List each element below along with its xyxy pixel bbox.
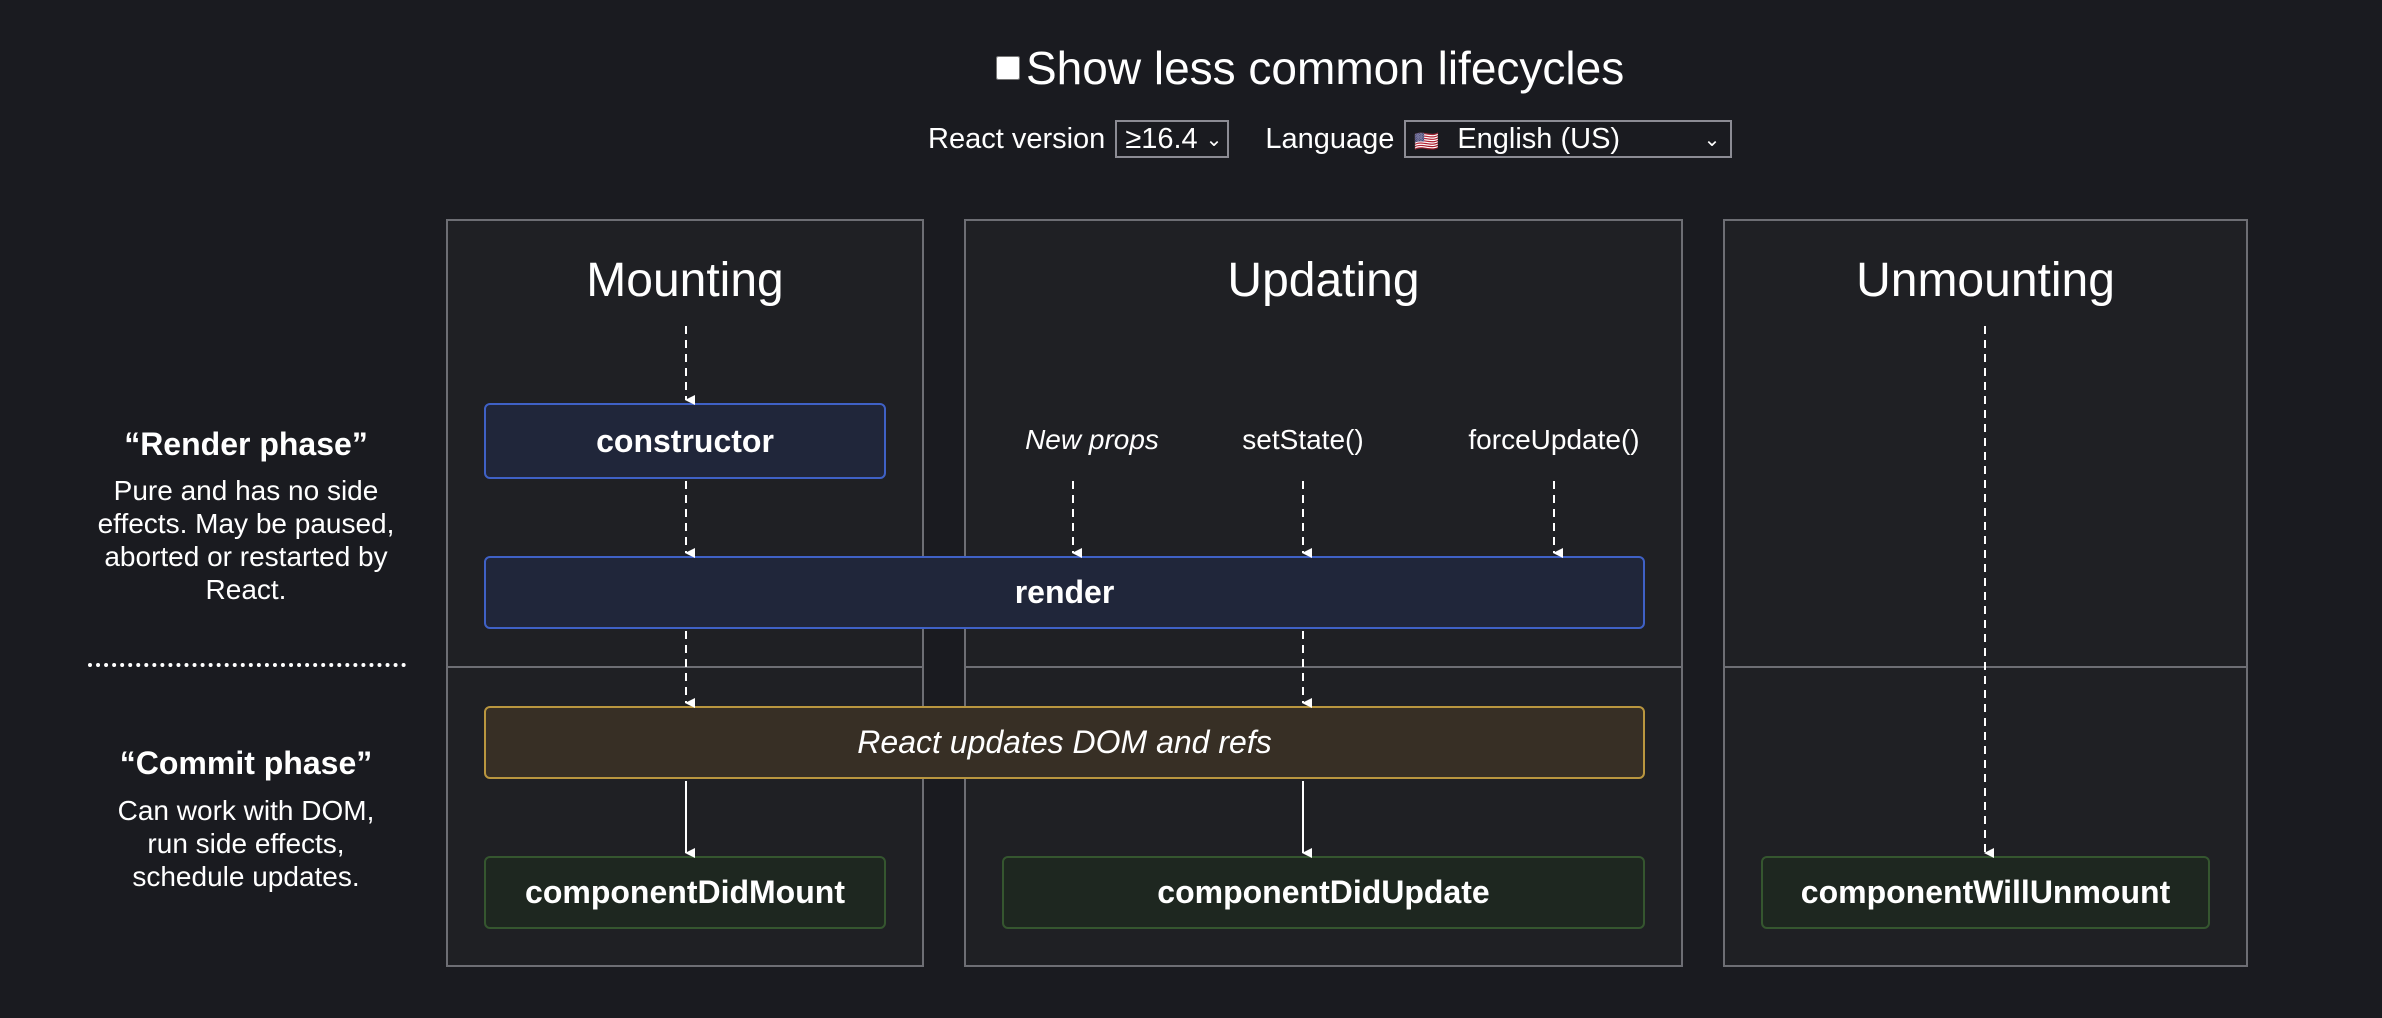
render-phase-description: Pure and has no side effects. May be pau… (97, 475, 395, 605)
chevron-down-icon: ⌄ (1703, 128, 1721, 151)
unmounting-title: Unmounting (1856, 254, 2115, 307)
component-did-update-box[interactable]: componentDidUpdate (1002, 856, 1645, 929)
render-phase-title: “Render phase” (124, 426, 368, 462)
component-will-unmount-box[interactable]: componentWillUnmount (1761, 856, 2210, 929)
us-flag-icon: 🇺🇸 (1414, 130, 1440, 153)
commit-phase-description: Can work with DOM, run side effects, sch… (117, 795, 375, 892)
mounting-title: Mounting (586, 254, 784, 307)
react-version-select[interactable]: ≥16.4 ⌄ (1115, 120, 1230, 158)
component-did-mount-box[interactable]: componentDidMount (484, 856, 886, 929)
version-language-controls: React version ≥16.4 ⌄ Language 🇺🇸 Englis… (928, 118, 1733, 160)
react-version-value: ≥16.4 (1125, 122, 1198, 155)
updating-title: Updating (1227, 254, 1420, 307)
language-value: English (US) (1457, 122, 1621, 155)
show-less-common-checkbox[interactable] (996, 56, 1020, 80)
commit-phase-title: “Commit phase” (119, 745, 373, 781)
react-version-label: React version (928, 122, 1106, 155)
trigger-set-state: setState() (1242, 424, 1364, 455)
dom-update-box: React updates DOM and refs (484, 706, 1645, 779)
phase-divider (88, 663, 406, 667)
constructor-box[interactable]: constructor (484, 403, 886, 479)
phase-boundary-line (966, 666, 1681, 668)
show-less-common-toggle[interactable]: Show less common lifecycles (996, 40, 1624, 96)
trigger-force-update: forceUpdate() (1468, 424, 1640, 455)
language-select[interactable]: 🇺🇸 English (US) ⌄ (1404, 120, 1733, 158)
trigger-new-props: New props (1025, 424, 1159, 455)
chevron-down-icon: ⌄ (1205, 128, 1223, 151)
render-box[interactable]: render (484, 556, 1645, 629)
show-less-common-label[interactable]: Show less common lifecycles (1026, 42, 1625, 94)
language-label: Language (1265, 122, 1395, 155)
